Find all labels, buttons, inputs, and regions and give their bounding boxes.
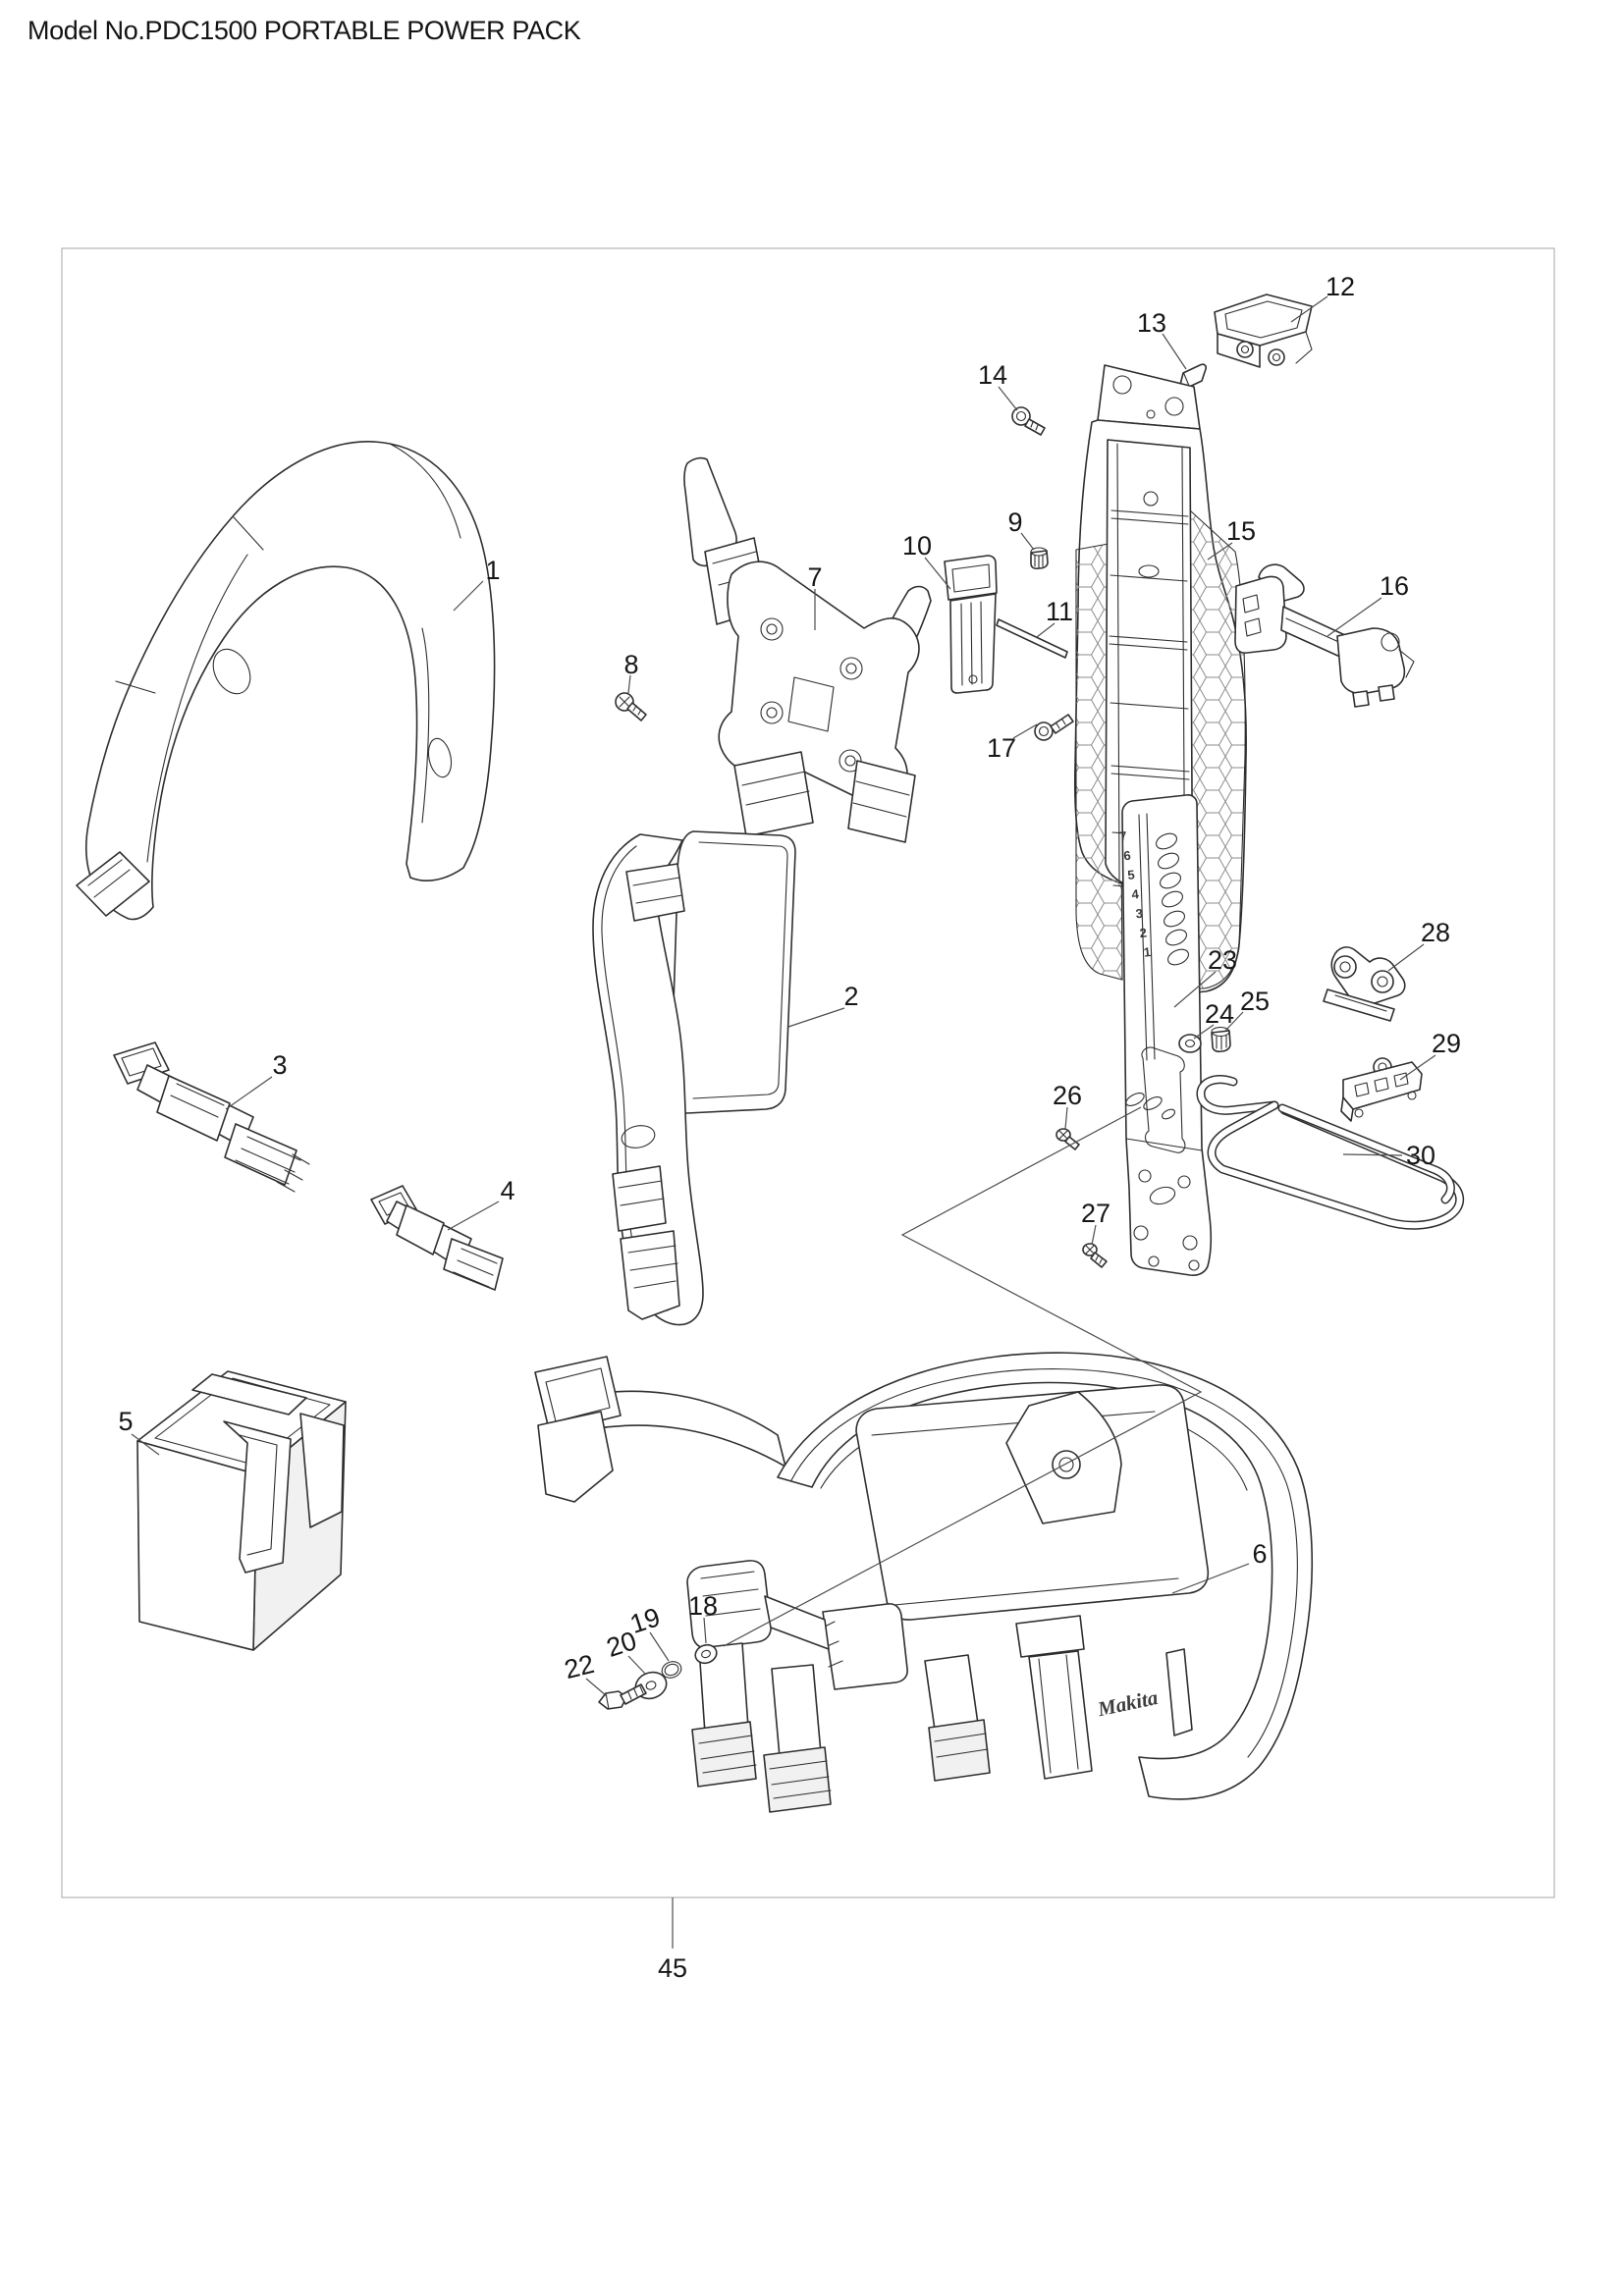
- leader-13: [1162, 333, 1187, 370]
- leader-14: [998, 386, 1018, 411]
- part-label-18: 18: [688, 1591, 718, 1621]
- part-12-hook-bracket-drawing: [1214, 294, 1313, 368]
- assembly-reference-line: [723, 1106, 1203, 1647]
- part-label-25: 25: [1240, 987, 1270, 1016]
- scale-digit: 7: [1119, 828, 1128, 844]
- part-label-28: 28: [1421, 918, 1450, 947]
- part-9-sleeve-nut-drawing: [1030, 547, 1049, 570]
- leader-5: [131, 1433, 160, 1456]
- part-30-wire-frame-drawing: [1196, 1075, 1464, 1230]
- leader-16: [1326, 597, 1382, 637]
- leader-2: [787, 1007, 845, 1028]
- leader-20: [627, 1655, 647, 1676]
- part-24-washer-drawing: [1178, 1034, 1202, 1053]
- part-22-bolt-drawing: [598, 1683, 647, 1710]
- part-28-roller-bracket-drawing: [1323, 946, 1406, 1022]
- leader-12: [1290, 295, 1328, 323]
- part-label-2: 2: [843, 982, 858, 1011]
- part-label-4: 4: [500, 1176, 514, 1205]
- part-label-3: 3: [272, 1050, 287, 1080]
- leader-26: [1064, 1106, 1068, 1130]
- part-14-screw-drawing: [1011, 406, 1046, 436]
- part-27-screw-drawing: [1082, 1243, 1108, 1268]
- leader-24: [1193, 1024, 1215, 1040]
- part-label-6: 6: [1252, 1539, 1267, 1569]
- part-11-rod-drawing: [996, 618, 1068, 659]
- scale-digit: 6: [1123, 848, 1132, 864]
- part-4-lower-strap-drawing: [370, 1185, 504, 1291]
- leader-lines: [131, 295, 1436, 1949]
- leader-1: [453, 580, 484, 612]
- leader-8: [627, 674, 631, 694]
- part-label-7: 7: [807, 562, 822, 592]
- part-label-11: 11: [1046, 597, 1073, 626]
- scale-digit: 4: [1131, 886, 1141, 902]
- leader-29: [1399, 1054, 1436, 1081]
- leader-9: [1020, 532, 1035, 551]
- leader-27: [1091, 1224, 1097, 1246]
- leader-15: [1207, 542, 1233, 561]
- part-label-12: 12: [1326, 272, 1355, 301]
- part-label-30: 30: [1406, 1141, 1435, 1170]
- part-29-rail-bracket-drawing: [1340, 1057, 1423, 1122]
- part-8-screw-drawing: [615, 692, 647, 721]
- part-label-24: 24: [1205, 999, 1234, 1029]
- leader-23: [1173, 971, 1217, 1008]
- part-label-29: 29: [1432, 1029, 1461, 1058]
- part-3-chest-strap-drawing: [113, 1041, 310, 1193]
- leader-28: [1387, 943, 1425, 972]
- part-label-14: 14: [978, 360, 1007, 390]
- part-1-shoulder-pad-drawing: [76, 441, 496, 921]
- part-label-9: 9: [1007, 507, 1022, 537]
- part-23-scale-numbers: 7 6 5 4 3 2 1: [1119, 828, 1152, 960]
- leader-18: [703, 1617, 707, 1644]
- part-10-latch-drawing: [944, 555, 998, 694]
- part-15-frame-plate-drawing: [1073, 364, 1247, 993]
- leader-6: [1171, 1563, 1250, 1594]
- scale-digit: 5: [1127, 867, 1136, 882]
- part-label-16: 16: [1380, 571, 1409, 601]
- part-label-22: 22: [562, 1649, 597, 1684]
- footer-reference-label: 45: [658, 1953, 687, 1983]
- part-number-labels: 1 2 3 4 5 6 7 8 9 10 11 12 13 14 15 16 1…: [118, 272, 1461, 1983]
- part-6-waist-belt-drawing: Makita: [534, 1352, 1314, 1813]
- part-2-shoulder-arm-drawing: [592, 830, 796, 1326]
- part-label-1: 1: [485, 556, 500, 585]
- part-7-back-plate-drawing: [683, 456, 932, 843]
- leader-25: [1224, 1011, 1244, 1032]
- part-label-8: 8: [623, 650, 638, 679]
- makita-logo: Makita: [1095, 1685, 1160, 1722]
- leader-11: [1036, 622, 1056, 638]
- part-17-screw-drawing: [1034, 714, 1074, 741]
- part-label-17: 17: [987, 733, 1016, 763]
- page-title: Model No.PDC1500 PORTABLE POWER PACK: [27, 16, 581, 45]
- scale-digit: 1: [1143, 944, 1152, 960]
- leader-17: [1012, 723, 1038, 739]
- part-label-23: 23: [1208, 945, 1237, 975]
- part-23-adjuster-bar-drawing: 7 6 5 4 3 2 1: [1119, 794, 1213, 1276]
- part-label-15: 15: [1226, 516, 1256, 546]
- part-label-10: 10: [902, 531, 932, 561]
- leader-10: [924, 557, 951, 590]
- diagram-border: [61, 247, 1555, 1898]
- part-5-battery-box-drawing: [136, 1370, 347, 1651]
- part-label-26: 26: [1053, 1081, 1082, 1110]
- part-label-27: 27: [1081, 1199, 1110, 1228]
- part-18-washer-drawing: [694, 1643, 718, 1665]
- part-19-ring-drawing: [661, 1661, 682, 1679]
- scale-digit: 2: [1139, 925, 1148, 940]
- leader-3: [225, 1076, 273, 1110]
- part-25-nut-drawing: [1211, 1026, 1231, 1053]
- part-label-13: 13: [1137, 308, 1166, 338]
- part-label-5: 5: [118, 1407, 133, 1436]
- leader-4: [447, 1201, 500, 1231]
- leader-22: [585, 1678, 608, 1697]
- scale-digit: 3: [1135, 906, 1144, 922]
- part-16-lever-bracket-drawing: [1234, 563, 1415, 708]
- leader-19: [649, 1631, 670, 1662]
- leader-30: [1342, 1153, 1403, 1156]
